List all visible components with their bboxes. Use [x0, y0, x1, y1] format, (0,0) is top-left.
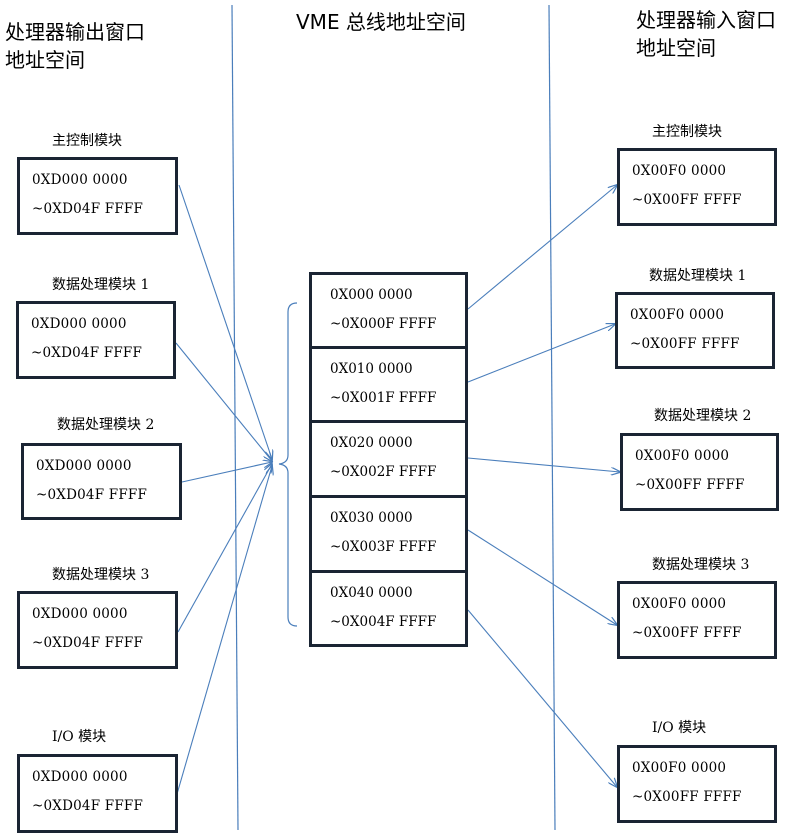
address-start: 0X00F0 0000	[632, 596, 727, 612]
separator-line-left	[231, 4, 239, 831]
address-end: ~0XD04F FFFF	[32, 798, 144, 814]
right-title-line-2: 地址空间	[636, 36, 716, 60]
address-end: ~0XD04F FFFF	[31, 345, 143, 361]
arrow-left-5	[176, 466, 272, 795]
right-module-label: 数据处理模块 1	[649, 268, 747, 284]
address-start: 0XD000 0000	[36, 458, 132, 474]
address-end: ~0X00FF FFFF	[635, 477, 745, 493]
right-column-title: 处理器输入窗口 地址空间	[636, 6, 776, 62]
left-module-box: 0XD000 0000 ~0XD04F FFFF	[17, 591, 178, 669]
right-module-box: 0X00F0 0000 ~0X00FF FFFF	[620, 433, 779, 511]
address-end: ~0X002F FFFF	[330, 464, 437, 480]
address-end: ~0X00FF FFFF	[632, 192, 742, 208]
center-title-text: VME 总线地址空间	[296, 10, 466, 34]
center-column-title: VME 总线地址空间	[296, 8, 466, 36]
right-module-label: I/O 模块	[652, 720, 707, 736]
address-end: ~0X00FF FFFF	[632, 789, 742, 805]
right-module-label: 数据处理模块 2	[654, 408, 752, 424]
address-start: 0X030 0000	[330, 510, 413, 526]
left-module-label: 数据处理模块 2	[57, 417, 155, 433]
vme-segment: 0X040 0000 ~0X004F FFFF	[309, 570, 468, 647]
left-module-box: 0XD000 0000 ~0XD04F FFFF	[17, 157, 178, 235]
vme-segment: 0X000 0000 ~0X000F FFFF	[309, 272, 468, 349]
address-start: 0X020 0000	[330, 435, 413, 451]
right-module-label: 数据处理模块 3	[652, 557, 750, 573]
arrow-right-5	[467, 609, 617, 787]
left-column-title: 处理器输出窗口 地址空间	[5, 18, 145, 74]
address-start: 0X00F0 0000	[632, 163, 727, 179]
address-start: 0XD000 0000	[31, 316, 127, 332]
grouping-brace	[278, 302, 298, 627]
arrow-left-3	[181, 462, 272, 483]
left-module-box: 0XD000 0000 ~0XD04F FFFF	[16, 301, 176, 379]
address-start: 0X00F0 0000	[635, 448, 730, 464]
arrow-right-1	[467, 185, 617, 310]
address-end: ~0X00FF FFFF	[630, 336, 740, 352]
right-module-box: 0X00F0 0000 ~0X00FF FFFF	[615, 292, 775, 369]
left-title-line-1: 处理器输出窗口	[5, 20, 145, 44]
vme-segment: 0X010 0000 ~0X001F FFFF	[309, 346, 468, 423]
arrow-right-3	[467, 457, 620, 472]
left-module-label: 数据处理模块 1	[52, 277, 150, 293]
address-end: ~0XD04F FFFF	[32, 201, 144, 217]
right-module-box: 0X00F0 0000 ~0X00FF FFFF	[617, 745, 777, 823]
right-title-line-1: 处理器输入窗口	[636, 8, 776, 32]
arrow-left-2	[175, 342, 272, 461]
address-start: 0X000 0000	[330, 287, 413, 303]
address-end: ~0X003F FFFF	[330, 539, 437, 555]
left-module-label: 数据处理模块 3	[52, 567, 150, 583]
left-module-box: 0XD000 0000 ~0XD04F FFFF	[21, 443, 182, 520]
address-start: 0X040 0000	[330, 585, 413, 601]
address-start: 0XD000 0000	[32, 172, 128, 188]
arrow-right-2	[467, 324, 615, 383]
arrow-left-1	[178, 184, 272, 459]
address-start: 0X00F0 0000	[630, 307, 725, 323]
vme-segment: 0X030 0000 ~0X003F FFFF	[309, 495, 468, 573]
address-end: ~0X004F FFFF	[330, 614, 437, 630]
arrow-right-4	[467, 529, 617, 625]
address-start: 0X00F0 0000	[632, 760, 727, 776]
right-module-box: 0X00F0 0000 ~0X00FF FFFF	[617, 148, 777, 226]
vme-segment: 0X020 0000 ~0X002F FFFF	[309, 420, 468, 498]
arrow-left-4	[177, 464, 272, 633]
left-module-box: 0XD000 0000 ~0XD04F FFFF	[17, 754, 178, 833]
address-end: ~0XD04F FFFF	[36, 487, 148, 503]
address-end: ~0X00FF FFFF	[632, 625, 742, 641]
left-module-label: 主控制模块	[52, 133, 122, 149]
right-module-label: 主控制模块	[652, 124, 722, 140]
address-start: 0XD000 0000	[32, 606, 128, 622]
left-module-label: I/O 模块	[52, 729, 107, 745]
left-title-line-2: 地址空间	[5, 48, 85, 72]
address-start: 0X010 0000	[330, 361, 413, 377]
address-start: 0XD000 0000	[32, 769, 128, 785]
address-end: ~0X001F FFFF	[330, 390, 437, 406]
address-end: ~0XD04F FFFF	[32, 635, 144, 651]
separator-line-right	[548, 4, 556, 831]
right-module-box: 0X00F0 0000 ~0X00FF FFFF	[617, 581, 777, 659]
address-end: ~0X000F FFFF	[330, 316, 437, 332]
